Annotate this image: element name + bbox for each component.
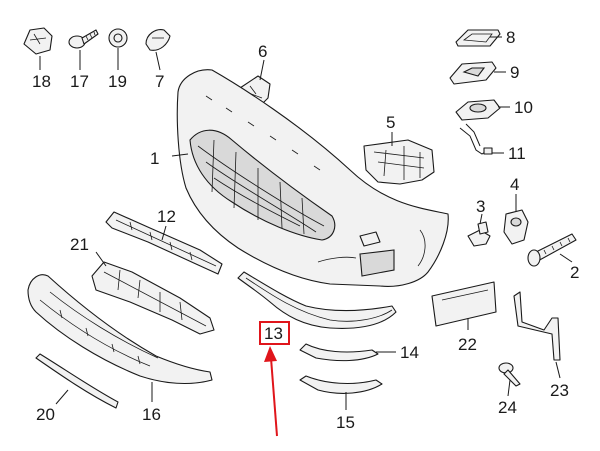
callout-5: 5 <box>386 113 395 132</box>
highlight-marker <box>259 321 290 437</box>
callout-12: 12 <box>157 207 176 226</box>
part-18-clip <box>23 27 53 55</box>
callout-15: 15 <box>336 413 355 432</box>
leader-lines <box>39 36 573 410</box>
callout-6: 6 <box>258 42 267 61</box>
callout-17: 17 <box>70 72 89 91</box>
callout-9: 9 <box>510 63 519 82</box>
arrow-head-icon <box>264 346 277 362</box>
part-19-grommet <box>108 28 128 48</box>
part-7-cap <box>145 29 171 51</box>
part-21-absorber <box>91 261 215 335</box>
part-9-cover <box>449 61 497 85</box>
callout-8: 8 <box>506 28 515 47</box>
callout-3: 3 <box>476 197 485 216</box>
part-11-wire <box>459 123 493 155</box>
part-3-bolt <box>467 221 491 247</box>
part-16-valance <box>27 274 213 384</box>
callout-13: 13 <box>264 324 283 343</box>
callout-18: 18 <box>32 72 51 91</box>
part-8-cover <box>455 29 501 47</box>
callout-23: 23 <box>550 381 569 400</box>
callout-24: 24 <box>498 398 517 417</box>
part-20-strip <box>35 353 119 409</box>
part-5-bracket <box>363 139 435 185</box>
callout-4: 4 <box>510 175 519 194</box>
callout-10: 10 <box>514 98 533 117</box>
part-23-bracket <box>513 291 561 361</box>
callout-14: 14 <box>400 343 419 362</box>
callout-20: 20 <box>36 405 55 424</box>
callout-7: 7 <box>155 72 164 91</box>
highlight-arrow <box>270 357 278 437</box>
callout-21: 21 <box>70 235 89 254</box>
callout-1: 1 <box>150 149 159 168</box>
callout-19: 19 <box>108 72 127 91</box>
part-15-trim <box>299 375 383 394</box>
part-4-sensor <box>503 209 529 245</box>
highlight-box <box>259 321 290 345</box>
part-10-bracket <box>455 99 501 121</box>
callout-2: 2 <box>570 263 579 282</box>
part-12-reinforcement <box>105 211 223 275</box>
callout-22: 22 <box>458 335 477 354</box>
part-13-trim <box>237 271 397 329</box>
part-1-bumper-cover <box>176 69 449 287</box>
part-2-bolt <box>527 233 577 267</box>
callout-16: 16 <box>142 405 161 424</box>
part-17-bolt <box>68 29 99 49</box>
part-24-screw <box>498 362 521 387</box>
callout-11: 11 <box>508 144 526 163</box>
part-22-plate <box>431 281 497 327</box>
part-14-trim <box>299 343 379 362</box>
callout-labels: 18 17 19 7 6 1 5 8 9 10 11 3 4 2 12 21 1… <box>32 28 579 432</box>
